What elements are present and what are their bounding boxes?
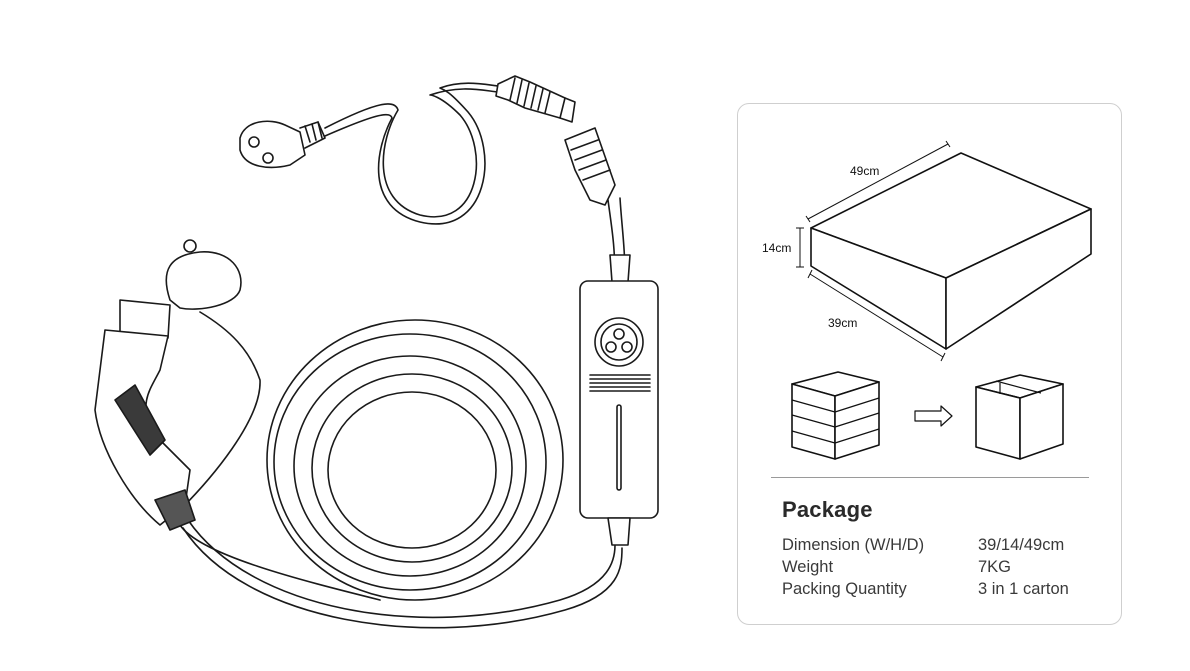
spec-row-packing-quantity: Packing Quantity 3 in 1 carton bbox=[782, 580, 1102, 602]
package-card: 49cm 14cm 39cm Package Dimension (W/H/D)… bbox=[737, 103, 1122, 625]
single-carton-icon bbox=[975, 374, 1064, 460]
charging-connector-icon bbox=[94, 239, 261, 531]
power-plug-icon bbox=[239, 120, 326, 169]
stacked-boxes-icon bbox=[791, 371, 880, 460]
spec-label: Weight bbox=[782, 558, 834, 576]
inline-connector-female bbox=[564, 127, 616, 206]
control-box-icon bbox=[579, 254, 659, 546]
spec-label: Packing Quantity bbox=[782, 580, 907, 598]
package-title: Package bbox=[782, 497, 873, 522]
depth-dimension-label: 39cm bbox=[828, 316, 857, 330]
spec-row-dimension: Dimension (W/H/D) 39/14/49cm bbox=[782, 536, 1102, 558]
upper-cable bbox=[324, 82, 626, 283]
spec-label: Dimension (W/H/D) bbox=[782, 536, 925, 554]
coiled-cable bbox=[182, 319, 623, 629]
carton-box-icon bbox=[810, 152, 1092, 350]
height-dimension-label: 14cm bbox=[762, 241, 791, 255]
divider bbox=[771, 477, 1089, 478]
spec-value: 7KG bbox=[978, 558, 1012, 576]
spec-value: 3 in 1 carton bbox=[978, 580, 1069, 598]
arrow-right-icon bbox=[914, 405, 953, 427]
width-dimension-label: 49cm bbox=[850, 164, 879, 178]
spec-value: 39/14/49cm bbox=[978, 536, 1065, 554]
box-diagram: 49cm 14cm 39cm bbox=[762, 140, 1092, 460]
inline-connector-male bbox=[495, 75, 576, 123]
ev-charger-illustration bbox=[94, 75, 659, 629]
spec-row-weight: Weight 7KG bbox=[782, 558, 1102, 580]
handle-cable bbox=[179, 524, 381, 601]
